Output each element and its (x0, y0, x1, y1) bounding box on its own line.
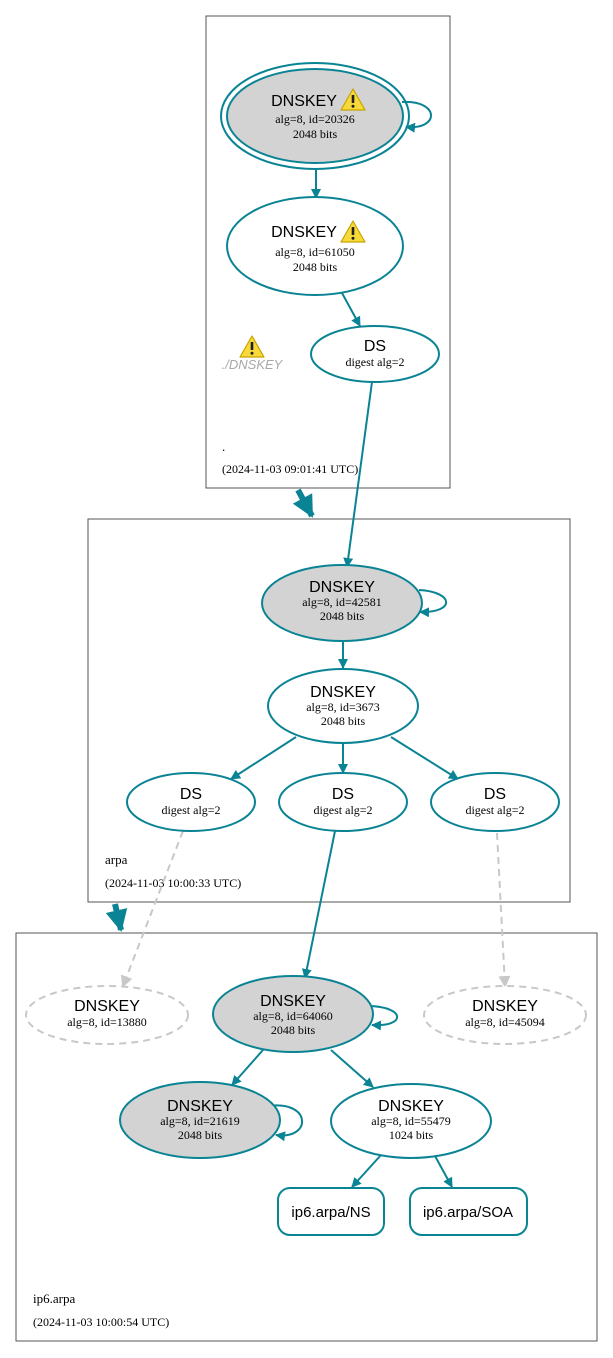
node-detail: alg=8, id=3673 (306, 700, 380, 714)
node-title: DNSKEY (310, 684, 376, 701)
node-title: DNSKEY (74, 998, 140, 1015)
node-title: DS (180, 786, 202, 803)
zone-ip6-border (15, 932, 598, 1342)
node-detail: 2048 bits (320, 609, 365, 623)
node-detail: alg=8, id=21619 (160, 1114, 240, 1128)
zone-name: arpa (105, 852, 128, 867)
edge-arpa-zsk-ds3 (390, 736, 459, 780)
node-detail: digest alg=2 (161, 803, 220, 817)
zone-name: ip6.arpa (33, 1291, 75, 1306)
node-detail: alg=8, id=20326 (275, 112, 355, 126)
node-title: DS (364, 338, 386, 355)
node-detail: alg=8, id=55479 (371, 1114, 451, 1128)
node-title: DNSKEY (309, 579, 375, 596)
node-label: ip6.arpa/NS (291, 1204, 370, 1221)
edges (230, 100, 459, 1188)
edge-ip6-ksk-ksk2 (231, 1049, 264, 1086)
node-detail: alg=8, id=45094 (465, 1015, 545, 1029)
zone-arpa-border (87, 518, 571, 903)
zone-timestamp: (2024-11-03 09:01:41 UTC) (222, 462, 358, 476)
zone-arpa: arpa (2024-11-03 10:00:33 UTC) (87, 518, 571, 903)
edge-arpa-zsk-ds1 (230, 736, 297, 780)
edge-ip6-zsk-soa (434, 1155, 453, 1188)
node-ip6-zsk[interactable]: DNSKEY alg=8, id=55479 1024 bits (330, 1083, 492, 1159)
node-detail: digest alg=2 (313, 803, 372, 817)
edge-arpa-ds3-missing (496, 832, 511, 988)
node-detail: digest alg=2 (465, 803, 524, 817)
node-arpa-ds2[interactable]: DS digest alg=2 (278, 772, 408, 832)
node-ip6-soa-rrset[interactable]: ip6.arpa/SOA (409, 1187, 528, 1236)
node-title: DS (484, 786, 506, 803)
node-root-ksk[interactable]: DNSKEY alg=8, id=20326 2048 bits (220, 62, 410, 170)
edge-arpa-ds1-missing (121, 830, 184, 988)
node-root-ds[interactable]: DS digest alg=2 (310, 325, 440, 383)
node-arpa-ds3[interactable]: DS digest alg=2 (430, 772, 560, 832)
node-detail: 1024 bits (389, 1128, 434, 1142)
node-ip6-ns-rrset[interactable]: ip6.arpa/NS (277, 1187, 385, 1236)
edge-root-zsk-ds (341, 292, 361, 327)
node-arpa-ds1[interactable]: DS digest alg=2 (126, 772, 256, 832)
node-detail: alg=8, id=61050 (275, 245, 355, 259)
zone-timestamp: (2024-11-03 10:00:54 UTC) (33, 1315, 169, 1329)
node-ip6-missing-dnskey-45094[interactable]: DNSKEY alg=8, id=45094 (423, 985, 587, 1045)
edge-ip6-ksk-self (368, 1005, 399, 1031)
node-label: ./DNSKEY (222, 357, 284, 372)
edge-ip6-ksk2-self (267, 1104, 304, 1142)
node-detail: 2048 bits (178, 1128, 223, 1142)
edge-ip6-ksk-zsk (330, 1049, 374, 1088)
edge-root-ds-arpa-ksk (343, 381, 373, 568)
node-detail: 2048 bits (321, 714, 366, 728)
node-title: DNSKEY (260, 993, 326, 1010)
edge-root-ksk-self (401, 100, 432, 133)
node-detail: alg=8, id=42581 (302, 595, 382, 609)
node-detail: alg=8, id=64060 (253, 1009, 333, 1023)
node-ip6-ksk[interactable]: DNSKEY alg=8, id=64060 2048 bits (212, 975, 374, 1053)
node-root-zsk[interactable]: DNSKEY alg=8, id=61050 2048 bits (226, 196, 404, 296)
edge-ip6-zsk-ns (351, 1154, 382, 1188)
zone-name: . (222, 439, 225, 454)
delegation-arrow-arpa-ip6 (105, 903, 128, 932)
node-arpa-ksk[interactable]: DNSKEY alg=8, id=42581 2048 bits (261, 564, 423, 642)
node-detail: 2048 bits (293, 127, 338, 141)
zone-root: . (2024-11-03 09:01:41 UTC) (205, 15, 451, 489)
zone-ip6-arpa: ip6.arpa (2024-11-03 10:00:54 UTC) (15, 932, 598, 1342)
zone-timestamp: (2024-11-03 10:00:33 UTC) (105, 876, 241, 890)
zone-root-border (205, 15, 451, 489)
node-ip6-ksk2[interactable]: DNSKEY alg=8, id=21619 2048 bits (119, 1081, 281, 1159)
node-title: DNSKEY (271, 224, 337, 241)
node-root-dnskey-warning[interactable]: ./DNSKEY (222, 335, 284, 372)
node-label: ip6.arpa/SOA (423, 1204, 513, 1221)
edge-arpa-ksk-self (418, 589, 448, 618)
node-title: DS (332, 786, 354, 803)
node-title: DNSKEY (378, 1098, 444, 1115)
warning-icon (239, 335, 265, 358)
node-detail: 2048 bits (271, 1023, 316, 1037)
edge-arpa-ds2-ip6-ksk (301, 830, 336, 979)
node-detail: digest alg=2 (345, 355, 404, 369)
node-ip6-missing-dnskey-13880[interactable]: DNSKEY alg=8, id=13880 (25, 985, 189, 1045)
missing-edges (121, 830, 511, 988)
node-title: DNSKEY (271, 93, 337, 110)
node-detail: 2048 bits (293, 260, 338, 274)
node-detail: alg=8, id=13880 (67, 1015, 147, 1029)
node-arpa-zsk[interactable]: DNSKEY alg=8, id=3673 2048 bits (267, 668, 419, 744)
delegation-arrow-root-arpa (292, 488, 315, 518)
node-title: DNSKEY (167, 1098, 233, 1115)
node-title: DNSKEY (472, 998, 538, 1015)
